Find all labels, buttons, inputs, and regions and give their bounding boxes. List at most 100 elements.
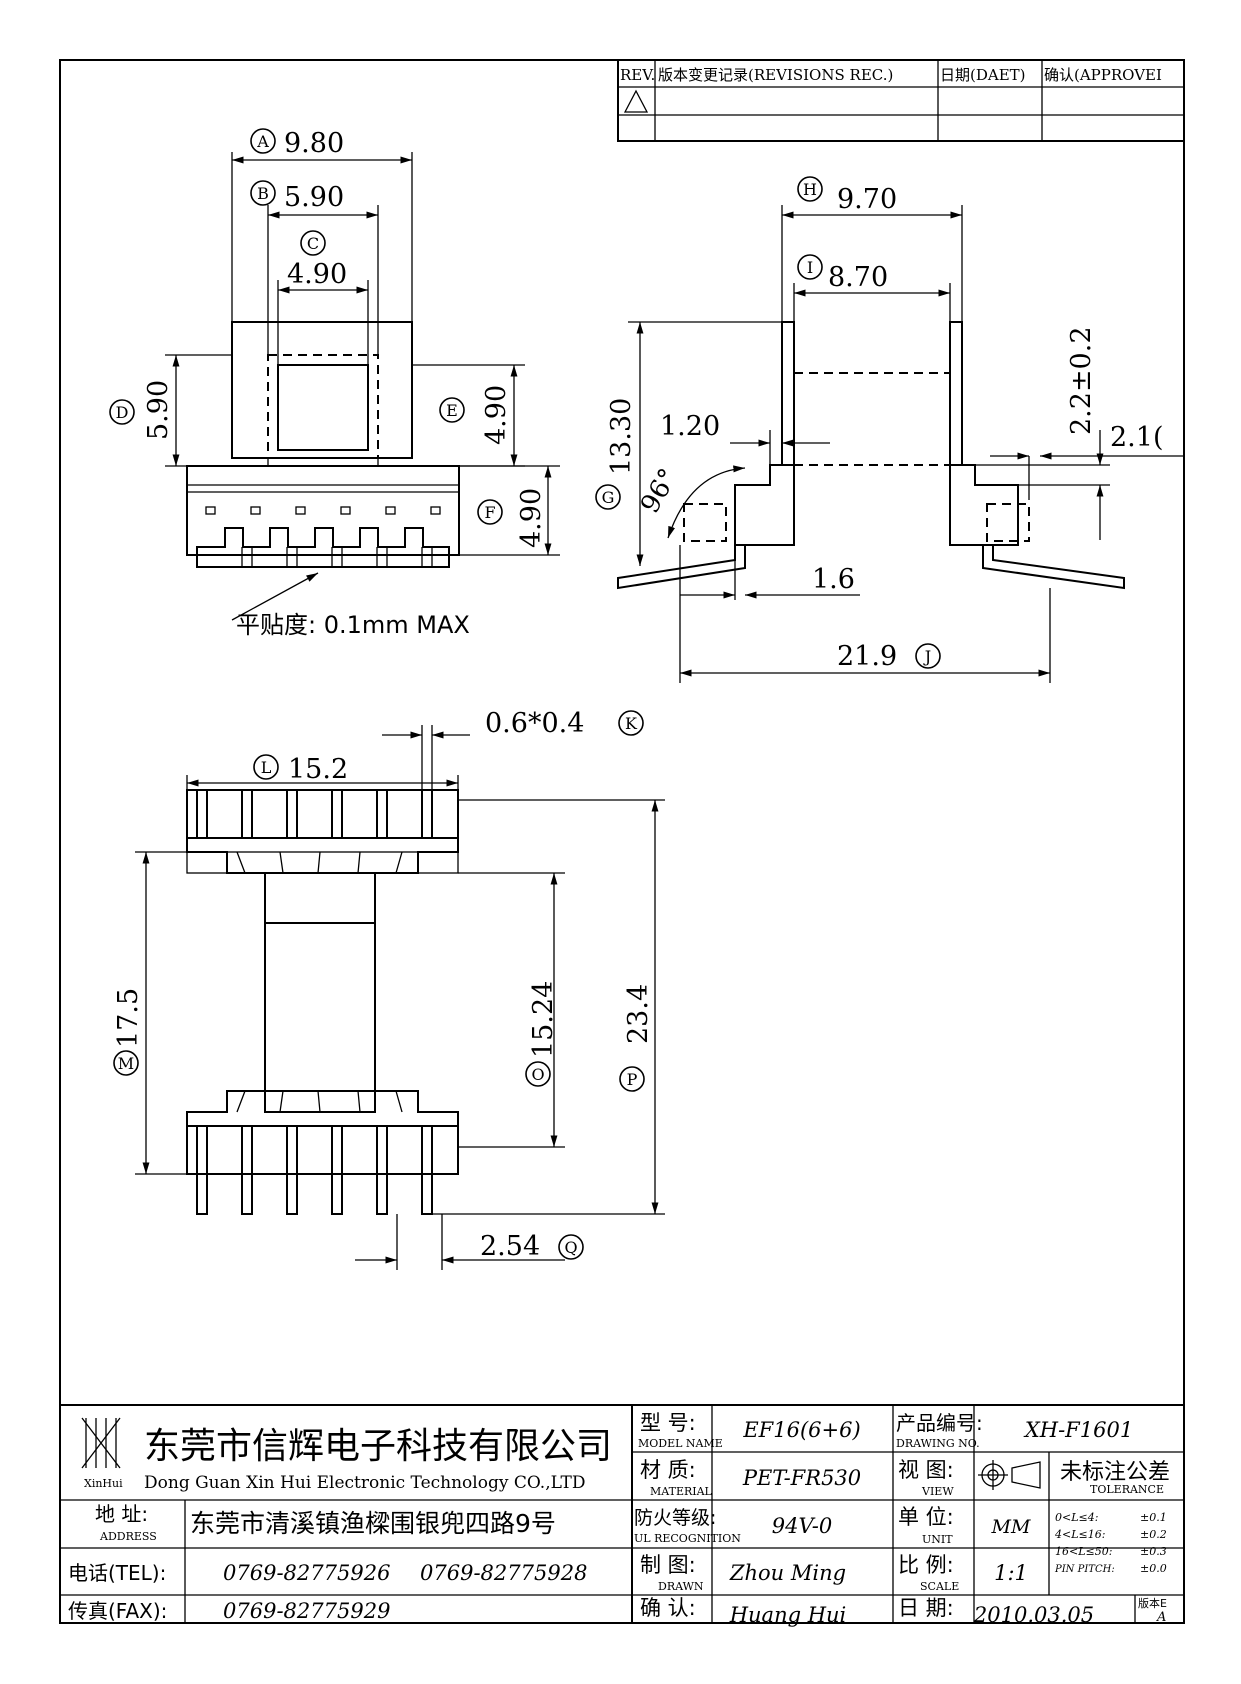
projection-symbol-icon	[978, 1460, 1041, 1490]
angle-value: 96°	[635, 464, 684, 519]
address-label: 地 址:	[95, 1502, 148, 1526]
version-value: A	[1156, 1610, 1166, 1625]
fax-label: 传真(FAX):	[68, 1599, 167, 1623]
dim-a-letter: A	[256, 132, 269, 151]
dim-k-value: 0.6*0.4	[485, 708, 584, 739]
drawing-border	[59, 59, 1185, 1624]
dim-m-value: 17.5	[113, 988, 144, 1048]
date-header: 日期(DAET)	[940, 66, 1026, 84]
revision-header: 版本变更记录(REVISIONS REC.)	[658, 66, 893, 84]
dim-flange-value: 1.20	[660, 411, 720, 442]
drawn-value: Zhou Ming	[729, 1561, 846, 1585]
side-view: H 9.70 I 8.70 G 13.30 1.20 96° 1.6 21.9	[595, 176, 1184, 683]
drawing-no-sub: DRAWING NO.	[896, 1437, 980, 1450]
dim-b-value: 5.90	[284, 182, 344, 213]
model-label: 型 号:	[640, 1411, 696, 1435]
tolerance-title: 未标注公差	[1060, 1460, 1170, 1485]
pin-step-value: 1.6	[812, 564, 855, 595]
pin-height-value: 2.2±0.2	[1066, 326, 1097, 435]
ul-label: 防火等级:	[634, 1507, 716, 1529]
unit-label: 单 位:	[898, 1505, 954, 1529]
scale-sub: SCALE	[920, 1580, 959, 1593]
drawn-label: 制 图:	[640, 1553, 696, 1577]
tolerance-sub: TOLERANCE	[1090, 1483, 1164, 1496]
tolerance-range-3: 16<L≤50:	[1055, 1545, 1112, 1558]
dim-f-letter: F	[484, 503, 495, 522]
tolerance-value-2: ±0.2	[1140, 1528, 1167, 1541]
dim-m-letter: M	[118, 1054, 134, 1073]
address-value: 东莞市清溪镇渔樑围银兜四路9号	[190, 1509, 556, 1538]
approve-header: 确认(APPROVEI	[1044, 66, 1162, 84]
revision-table: REV. 版本变更记录(REVISIONS REC.) 日期(DAET) 确认(…	[617, 59, 1185, 142]
dim-i-letter: I	[807, 258, 813, 277]
unit-sub: UNIT	[922, 1533, 953, 1546]
dim-e-value: 4.90	[481, 385, 512, 445]
dim-p-value: 23.4	[623, 984, 654, 1044]
tolerance-range-4: PIN PITCH:	[1054, 1564, 1115, 1575]
dim-l-value: 15.2	[288, 754, 348, 785]
dim-c-letter: C	[307, 234, 319, 253]
tel-1: 0769-82775926	[223, 1561, 390, 1585]
view-sub: VIEW	[921, 1485, 954, 1498]
dim-f-value: 4.90	[516, 488, 547, 548]
rev-header: REV.	[620, 66, 655, 84]
dim-j-letter: J	[923, 647, 931, 666]
model-value: EF16(6+6)	[742, 1418, 860, 1442]
material-label: 材 质:	[640, 1458, 696, 1482]
dim-g-value: 13.30	[606, 398, 637, 475]
dim-g-letter: G	[602, 488, 615, 507]
pin-offset-value: 2.1(	[1110, 422, 1163, 453]
unit-value: MM	[991, 1516, 1031, 1538]
address-sub: ADDRESS	[99, 1530, 157, 1543]
flatness-note: 平贴度: 0.1mm MAX	[236, 611, 470, 639]
front-view: A 9.80 B 5.90 C 4.90 D 5.90 E 4.90	[109, 128, 560, 639]
drawn-sub: DRAWN	[658, 1580, 704, 1593]
dim-c-value: 4.90	[287, 259, 347, 290]
tolerance-value-3: ±0.3	[1140, 1545, 1167, 1558]
dim-j-value: 21.9	[837, 641, 897, 672]
bottom-view: 0.6*0.4 K L 15.2 M 17.5 O 15.24 P 23.4	[113, 708, 665, 1270]
dim-q-letter: Q	[564, 1238, 577, 1257]
ul-value: 94V-0	[772, 1514, 832, 1538]
dim-l-letter: L	[261, 758, 272, 777]
date-label: 日 期:	[898, 1596, 954, 1620]
company-logo: XinHui	[81, 1417, 123, 1490]
dim-o-letter: O	[531, 1065, 544, 1084]
ul-sub: UL RECOGNITION	[634, 1532, 741, 1545]
dim-k-letter: K	[625, 714, 638, 733]
drawing-no-value: XH-F1601	[1023, 1418, 1133, 1442]
dim-o-value: 15.24	[528, 981, 559, 1058]
company-name-en: Dong Guan Xin Hui Electronic Technology …	[144, 1473, 585, 1493]
fax-value: 0769-82775929	[223, 1599, 390, 1623]
dim-h-letter: H	[803, 180, 817, 199]
dim-d-value: 5.90	[143, 380, 174, 440]
tel-label: 电话(TEL):	[68, 1561, 166, 1585]
drawing-no-label: 产品编号:	[896, 1411, 983, 1435]
company-name-cn: 东莞市信辉电子科技有限公司	[144, 1426, 612, 1467]
date-value: 2010.03.05	[973, 1603, 1094, 1627]
scale-label: 比 例:	[898, 1553, 954, 1577]
material-sub: MATERIAL	[650, 1485, 713, 1498]
dim-q-value: 2.54	[480, 1231, 540, 1262]
material-value: PET-FR530	[742, 1466, 861, 1490]
title-block: XinHui 东莞市信辉电子科技有限公司 Dong Guan Xin Hui E…	[59, 1404, 1185, 1627]
check-label: 确 认:	[640, 1596, 696, 1620]
dim-h-value: 9.70	[837, 184, 897, 215]
tolerance-range-1: 0<L≤4:	[1055, 1511, 1098, 1524]
dim-d-letter: D	[116, 403, 129, 422]
scale-value: 1:1	[994, 1561, 1028, 1585]
model-sub: MODEL NAME	[638, 1437, 723, 1450]
tolerance-value-1: ±0.1	[1140, 1511, 1167, 1524]
tolerance-value-4: ±0.0	[1140, 1562, 1167, 1575]
view-label: 视 图:	[898, 1458, 954, 1482]
version-label: 版本E	[1138, 1596, 1167, 1610]
tel-2: 0769-82775928	[420, 1561, 587, 1585]
dim-e-letter: E	[446, 401, 458, 420]
check-value: Huang Hui	[729, 1603, 847, 1627]
revision-triangle-icon	[623, 89, 649, 113]
tolerance-range-2: 4<L≤16:	[1054, 1528, 1105, 1541]
dim-i-value: 8.70	[828, 262, 888, 293]
dim-a-value: 9.80	[284, 128, 344, 159]
dim-p-letter: P	[627, 1070, 638, 1089]
